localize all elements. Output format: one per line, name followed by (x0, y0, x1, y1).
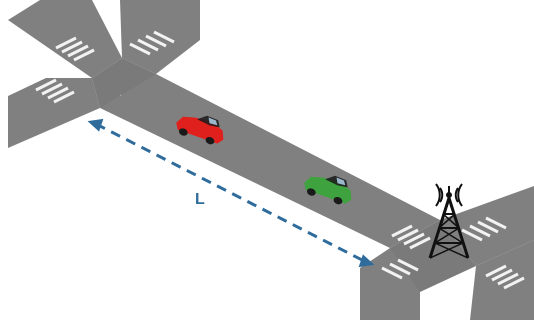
main-road (100, 74, 440, 248)
distance-label: L (195, 191, 205, 208)
road-arm (8, 0, 122, 78)
